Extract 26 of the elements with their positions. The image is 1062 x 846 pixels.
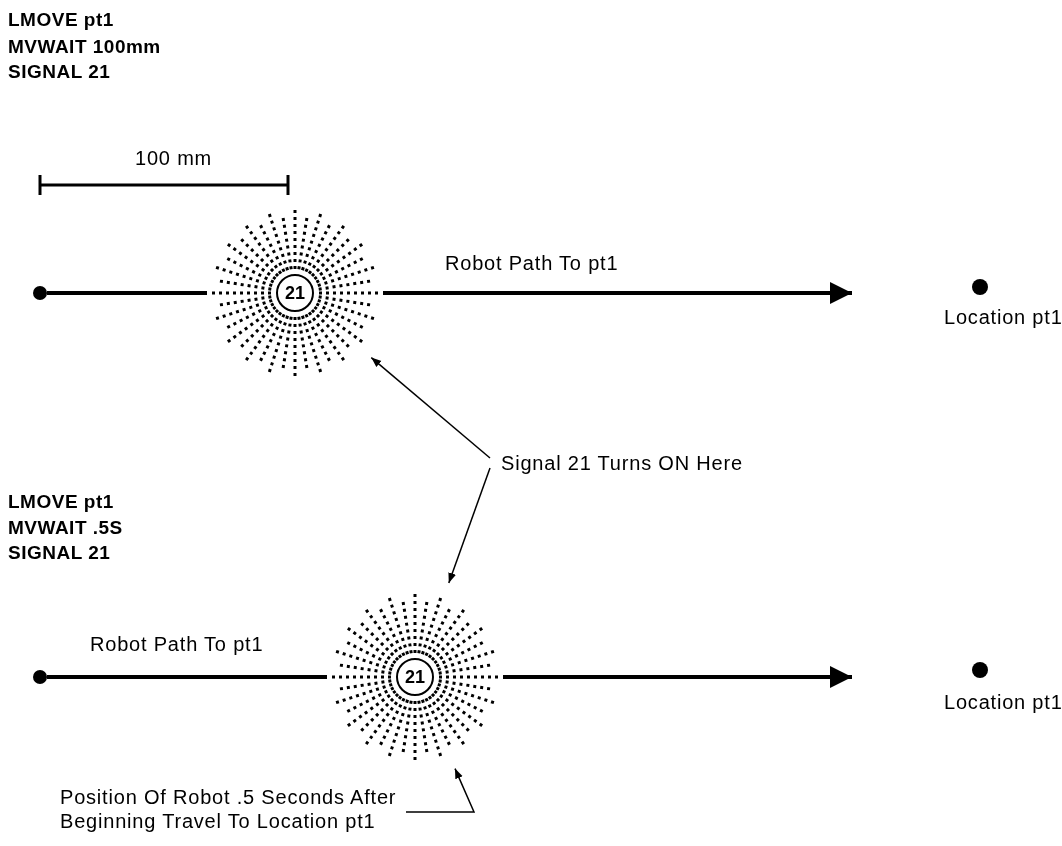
dimension-label: 100 mm <box>135 146 213 170</box>
path-line <box>383 282 852 304</box>
leader-arrow <box>448 467 491 584</box>
code-line: LMOVE pt1 <box>8 490 114 514</box>
path-line <box>47 675 327 679</box>
edge-label: Robot Path To pt1 <box>90 632 264 656</box>
leader-arrow <box>370 356 491 459</box>
callout-text: Position Of Robot .5 Seconds After Beginning Travel To Location pt1 <box>60 785 420 833</box>
edge-label: Robot Path To pt1 <box>445 251 619 275</box>
signal-number: 21 <box>284 282 306 305</box>
point-dot <box>972 662 988 678</box>
code-line: SIGNAL 21 <box>8 60 111 84</box>
path-line <box>503 666 852 688</box>
point-dot <box>33 670 47 684</box>
point-dot <box>33 286 47 300</box>
code-line: SIGNAL 21 <box>8 541 111 565</box>
location-label: Location pt1 <box>944 690 1062 714</box>
callout-text: Signal 21 Turns ON Here <box>501 451 743 475</box>
signal-number: 21 <box>404 666 426 689</box>
code-line: MVWAIT 100mm <box>8 35 161 59</box>
leader-arrow <box>405 767 476 813</box>
code-line: LMOVE pt1 <box>8 8 114 32</box>
location-label: Location pt1 <box>944 305 1062 329</box>
point-dot <box>972 279 988 295</box>
code-line: MVWAIT .5S <box>8 516 123 540</box>
path-line <box>47 291 207 295</box>
